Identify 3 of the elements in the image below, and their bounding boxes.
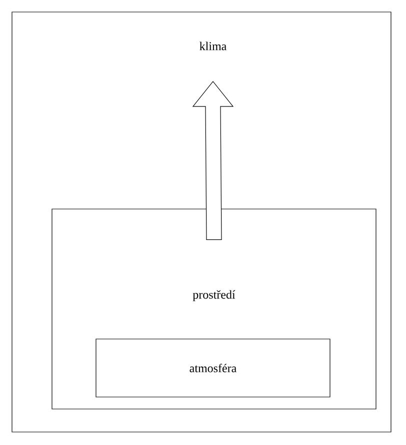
box: atmosféra (96, 338, 330, 398)
label-text: klima (200, 42, 226, 50)
block-arrow (192, 80, 234, 240)
